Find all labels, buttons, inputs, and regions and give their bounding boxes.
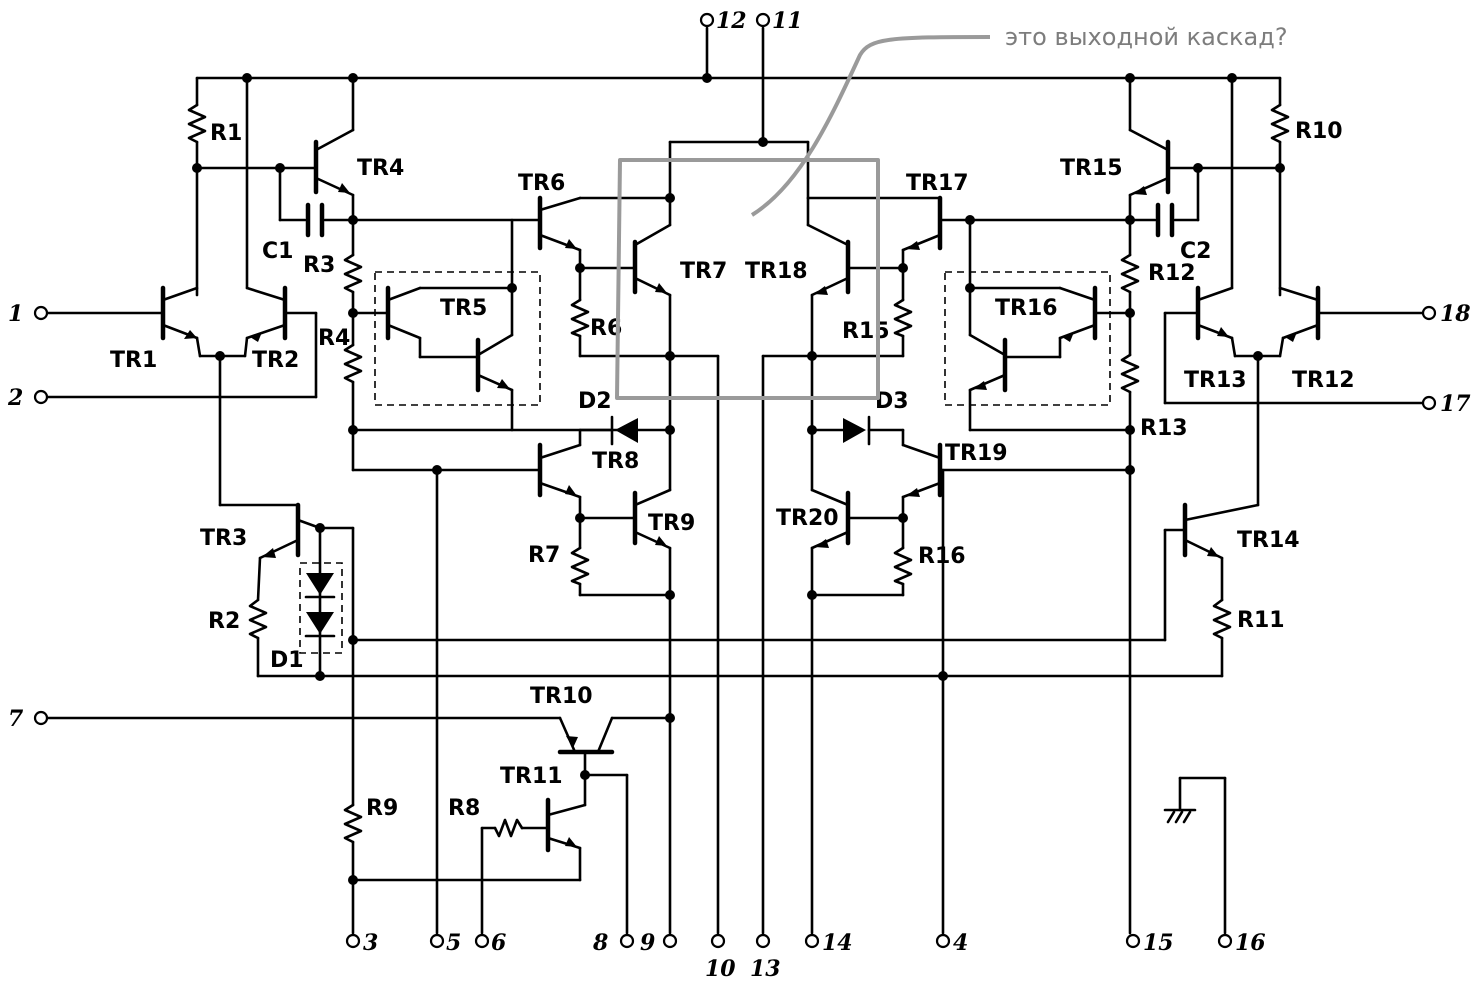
right-input-stage — [1163, 76, 1427, 678]
pin-terminals — [33, 12, 1437, 949]
r15-label: R15 — [842, 319, 890, 344]
pin-14-label: 14 — [822, 930, 853, 956]
r10-label: R10 — [1295, 119, 1343, 144]
tr19-label: TR19 — [945, 441, 1008, 466]
pin-3-label: 3 — [363, 930, 378, 956]
pin-8-terminal — [619, 933, 635, 949]
pin-10-label: 10 — [705, 956, 736, 982]
pin-5-terminal — [429, 933, 445, 949]
pin-6-terminal — [474, 933, 490, 949]
tr13-label: TR13 — [1184, 368, 1247, 393]
tr3-label: TR3 — [200, 526, 247, 551]
tr14-label: TR14 — [1237, 528, 1300, 553]
d2-label: D2 — [578, 389, 612, 414]
tr5-label: TR5 — [440, 296, 487, 321]
d1-label: D1 — [270, 648, 304, 673]
pin-11-label: 11 — [772, 8, 803, 34]
r7-label: R7 — [528, 543, 560, 568]
pin-10-terminal — [710, 933, 726, 949]
r16-label: R16 — [918, 544, 966, 569]
right-vas-stage — [893, 76, 1285, 935]
pin-12-label: 12 — [716, 8, 747, 34]
left-output-stage — [351, 137, 810, 935]
annotation-pointer-line — [750, 35, 991, 217]
pin-8-label: 8 — [592, 930, 608, 956]
d3-label: D3 — [875, 389, 909, 414]
tr2-label: TR2 — [252, 348, 299, 373]
pin-18-terminal — [1421, 305, 1437, 321]
tr12-label: TR12 — [1292, 368, 1355, 393]
left-vas-stage — [278, 76, 675, 472]
pin-13-label: 13 — [750, 956, 781, 982]
c2-label: C2 — [1180, 239, 1211, 264]
annotation-text: это выходной каскад? — [1005, 23, 1288, 51]
left-input-stage — [43, 76, 355, 681]
component-labels: TR1 TR2 TR3 TR4 TR5 TR6 TR7 TR8 TR9 TR10… — [110, 119, 1355, 821]
tr17-label: TR17 — [906, 171, 969, 196]
top-supply-rail — [195, 26, 1282, 144]
tr6-label: TR6 — [518, 171, 565, 196]
pin-7-terminal — [33, 710, 49, 726]
tr4-label: TR4 — [357, 156, 404, 181]
pin-13-terminal — [755, 933, 771, 949]
pin-9-label: 9 — [640, 930, 655, 956]
pin-11-terminal — [755, 12, 771, 28]
tr7-label: TR7 — [680, 259, 727, 284]
r9-label: R9 — [366, 796, 398, 821]
r2-label: R2 — [208, 609, 240, 634]
r3-label: R3 — [303, 253, 335, 278]
tr11-label: TR11 — [500, 764, 563, 789]
pin-4-terminal — [935, 933, 951, 949]
highlight-box — [615, 158, 880, 400]
pin-15-label: 15 — [1143, 930, 1174, 956]
tr9-label: TR9 — [648, 511, 695, 536]
pin-14-terminal — [804, 933, 820, 949]
tr15-label: TR15 — [1060, 156, 1123, 181]
pin-7-label: 7 — [8, 706, 24, 732]
pin-9-terminal — [662, 933, 678, 949]
highlight-annotation: это выходной каскад? — [615, 23, 1288, 400]
pin-labels: 1 2 7 12 11 18 17 3 5 6 8 9 10 13 14 4 1… — [7, 8, 1471, 982]
pin-18-label: 18 — [1440, 301, 1471, 327]
tr18-label: TR18 — [745, 259, 808, 284]
r8-label: R8 — [448, 796, 480, 821]
r12-label: R12 — [1148, 261, 1196, 286]
r1-label: R1 — [210, 121, 242, 146]
pin-16-terminal — [1217, 933, 1233, 949]
r11-label: R11 — [1237, 608, 1285, 633]
pin-17-terminal — [1421, 395, 1437, 411]
pin-17-label: 17 — [1440, 391, 1471, 417]
pin-3-terminal — [345, 933, 361, 949]
pin-4-label: 4 — [953, 930, 968, 956]
pin-12-terminal — [699, 12, 715, 28]
pin-16-label: 16 — [1235, 930, 1266, 956]
tr10-label: TR10 — [530, 684, 593, 709]
pin-6-label: 6 — [491, 930, 506, 956]
tr1-label: TR1 — [110, 348, 157, 373]
pin-2-terminal — [33, 389, 49, 405]
pin-2-label: 2 — [7, 385, 23, 411]
right-output-stage — [761, 140, 1132, 935]
tr16-label: TR16 — [995, 296, 1058, 321]
r4-label: R4 — [318, 326, 350, 351]
tr20-label: TR20 — [776, 506, 839, 531]
pin-1-terminal — [33, 305, 49, 321]
pin-5-label: 5 — [446, 930, 461, 956]
bias-and-ground-network — [43, 468, 1227, 935]
tr8-label: TR8 — [592, 449, 639, 474]
pin-1-label: 1 — [8, 301, 23, 327]
pin-15-terminal — [1125, 933, 1141, 949]
r13-label: R13 — [1140, 416, 1188, 441]
c1-label: C1 — [262, 239, 293, 264]
